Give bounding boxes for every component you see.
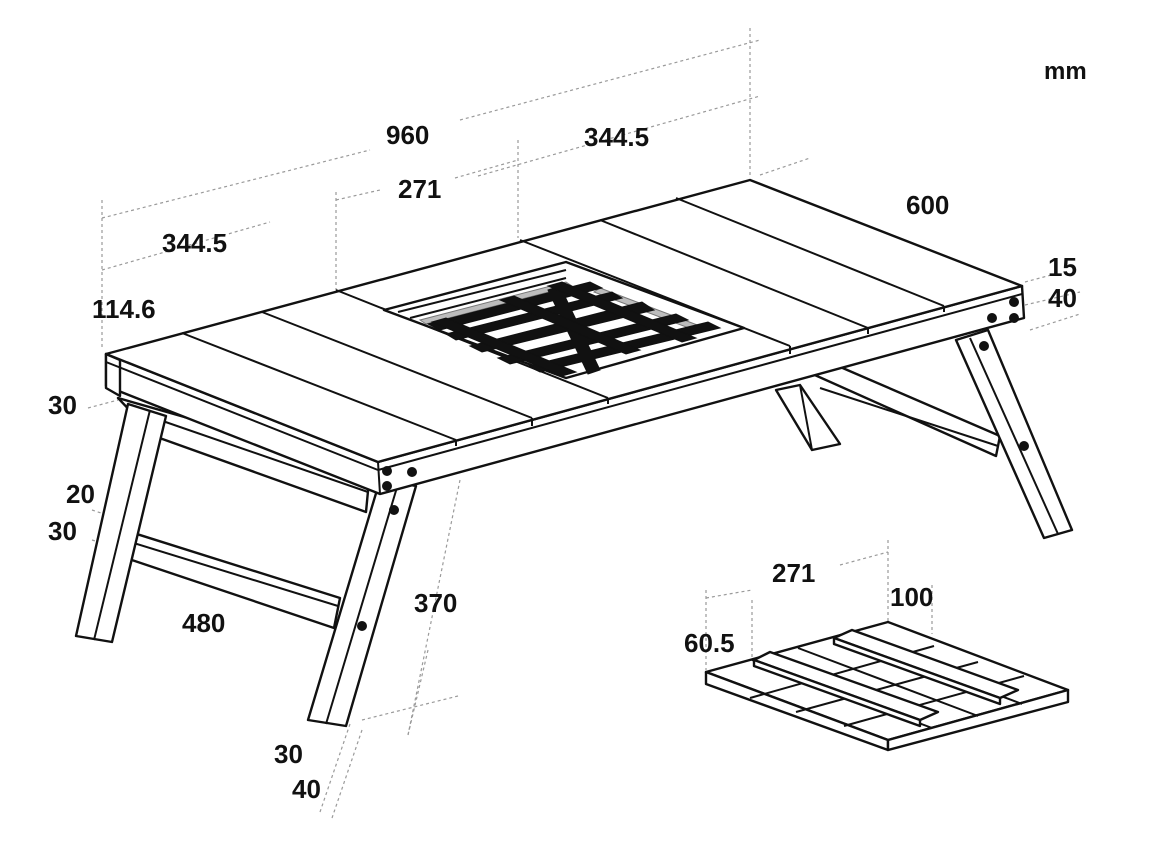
dim-end-offset: 114.6 (92, 294, 156, 324)
dim-leg-width: 40 (292, 774, 321, 804)
bolts (357, 297, 1029, 631)
dim-insert-batten-spacing: 100 (890, 582, 934, 612)
dim-depth: 600 (906, 190, 950, 220)
unit-label: mm (1044, 58, 1087, 85)
insert-panel (704, 620, 1070, 752)
back-leg-left (774, 383, 842, 452)
dim-insert-length: 271 (772, 558, 816, 588)
dim-stretcher-height: 30 (48, 516, 77, 546)
dim-stretcher-gap: 20 (66, 479, 95, 509)
dim-insert-batten-offset: 60.5 (684, 628, 735, 658)
dim-top-thickness: 15 (1048, 252, 1077, 282)
back-leg-right (954, 328, 1074, 540)
dim-leg-length: 370 (414, 588, 458, 618)
dim-top-left-section: 344.5 (162, 228, 228, 258)
left-stretcher (118, 528, 342, 630)
left-leg-back (74, 402, 168, 644)
center-opening (382, 260, 746, 380)
dim-top-right-section: 344.5 (584, 122, 650, 152)
dimension-guides (87, 28, 1081, 819)
dim-stretcher-length: 480 (182, 608, 226, 638)
dim-rail-height: 40 (1048, 283, 1077, 313)
dim-top-center-section: 271 (398, 174, 442, 204)
dim-leg-thickness: 30 (274, 739, 303, 769)
dim-total-length: 960 (386, 120, 430, 150)
dim-apron-height: 30 (48, 390, 77, 420)
